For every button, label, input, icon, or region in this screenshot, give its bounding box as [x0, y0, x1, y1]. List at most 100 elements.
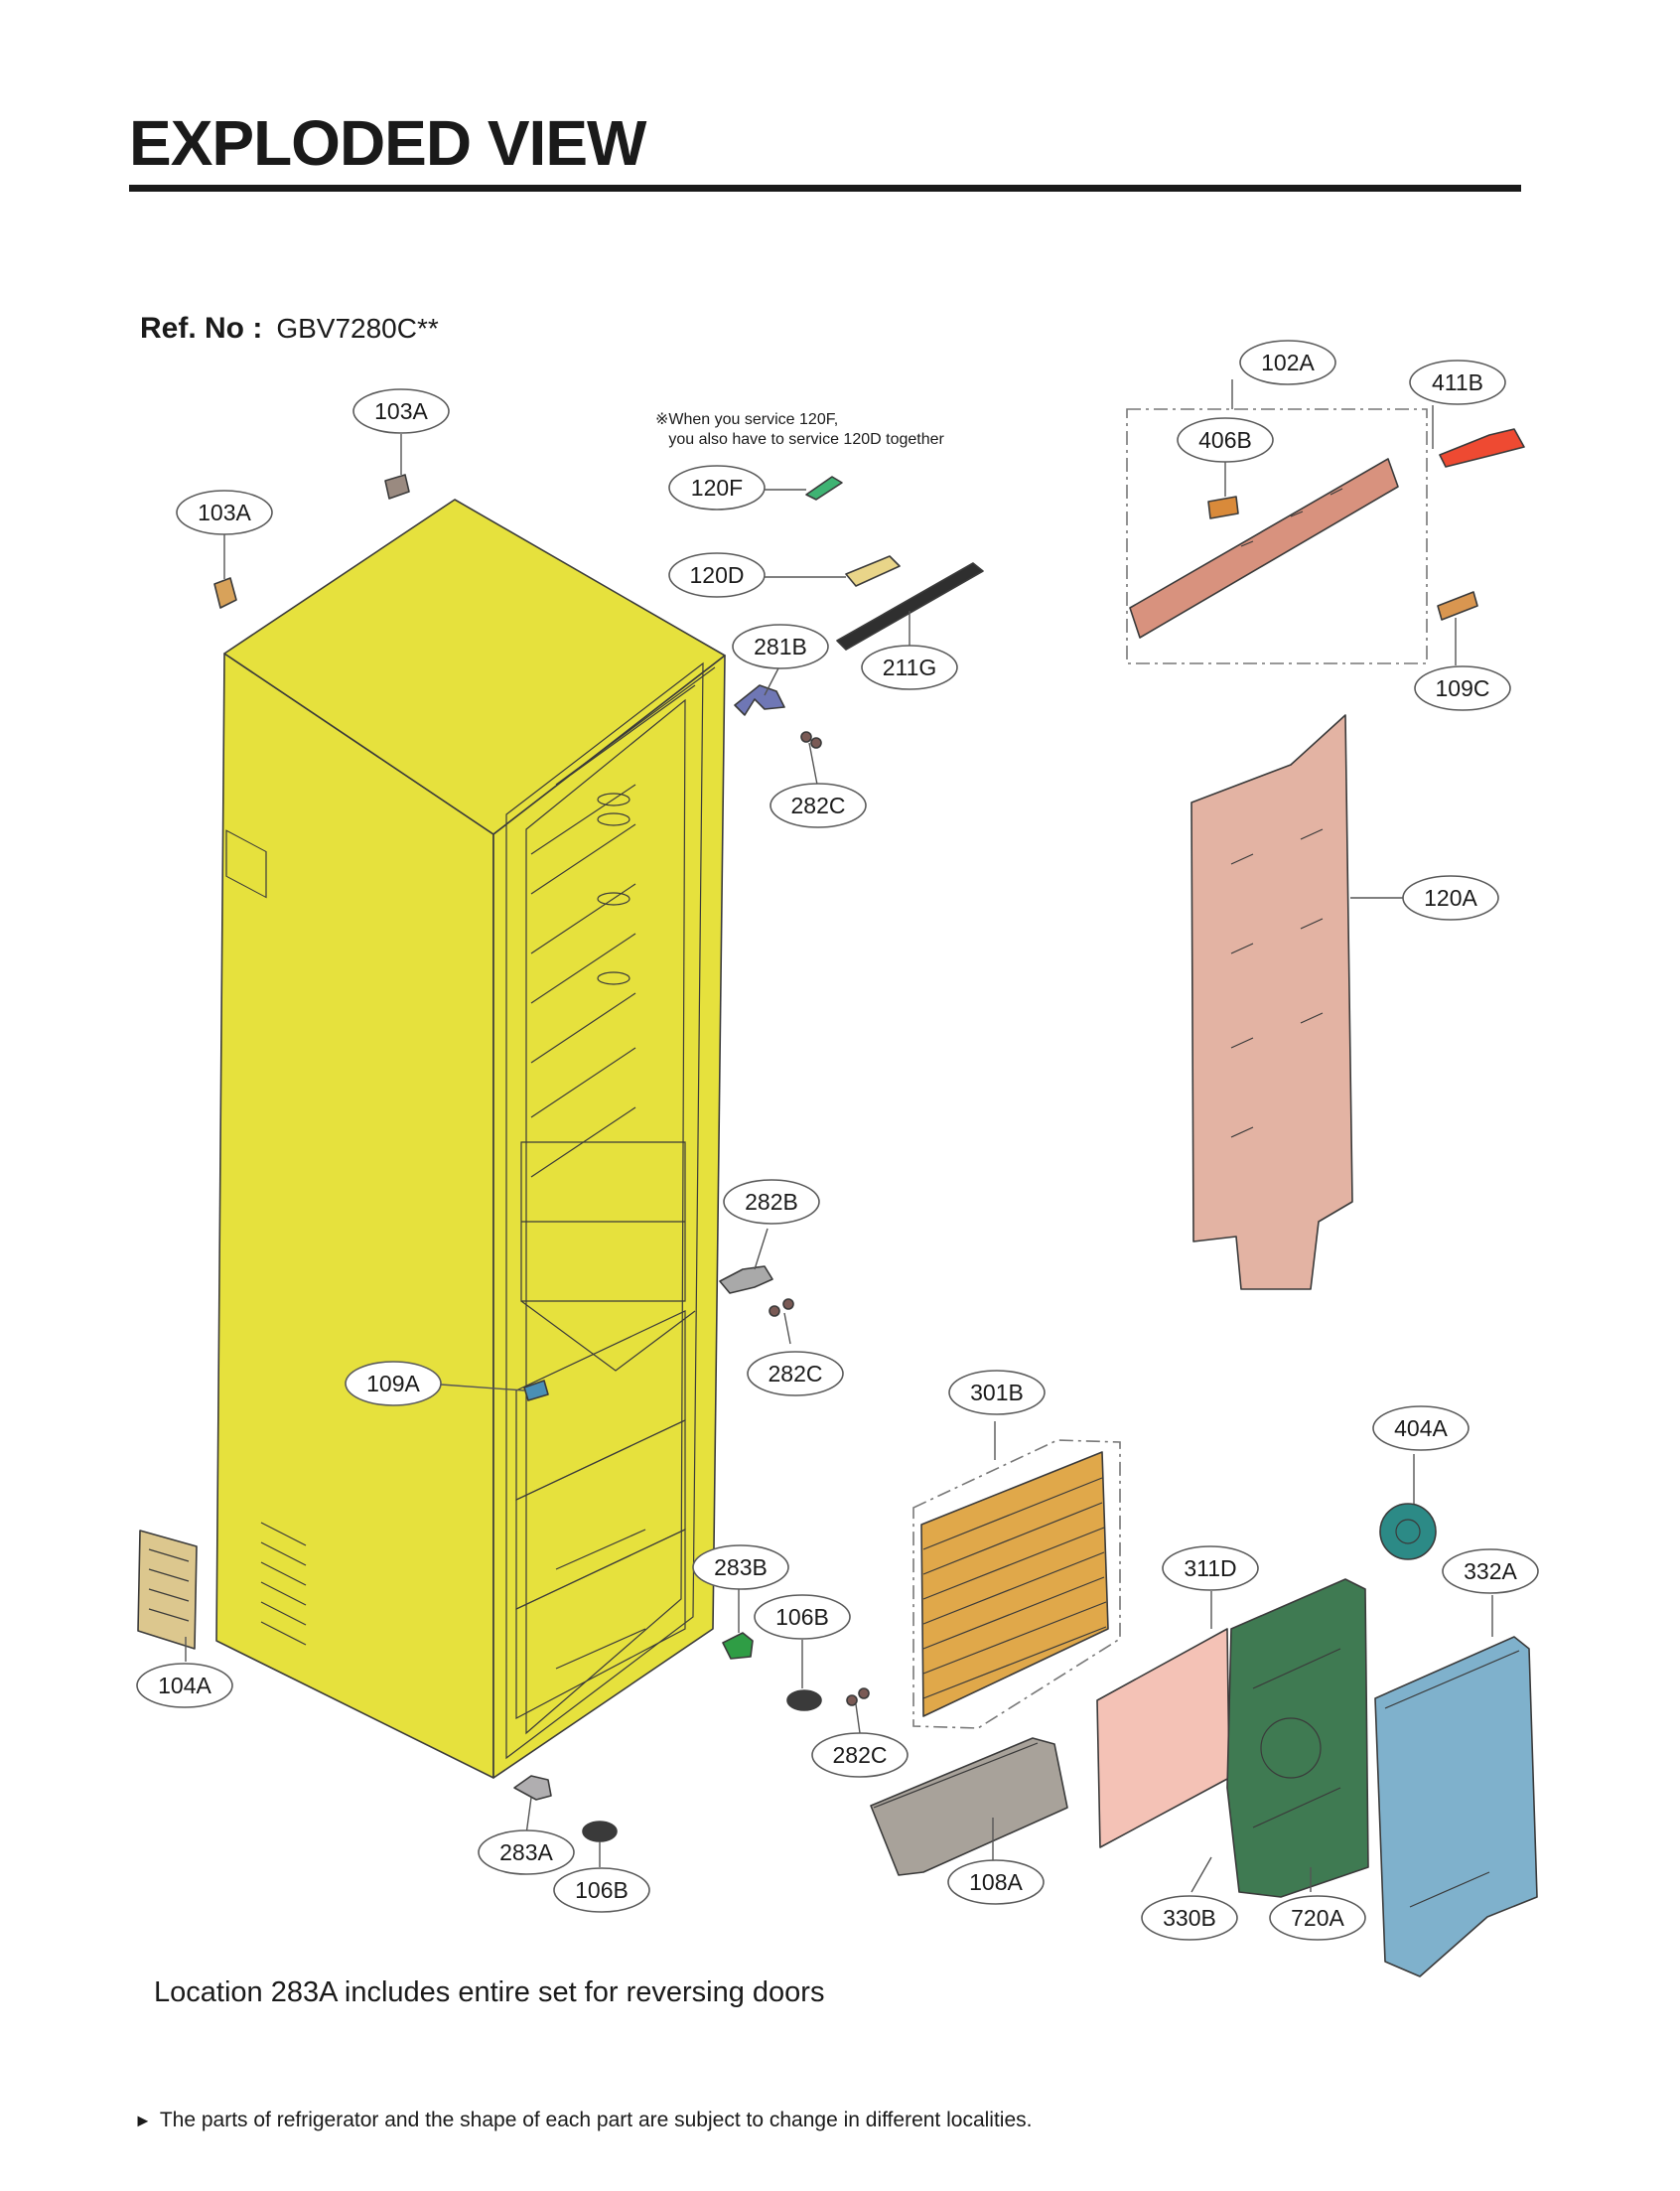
callout-283b: 283B — [692, 1544, 789, 1590]
svg-text:120F: 120F — [691, 475, 743, 501]
svg-text:283B: 283B — [714, 1554, 768, 1580]
group-301b-dashed-box — [912, 1439, 1121, 1729]
part-108a-tray — [870, 1737, 1068, 1876]
svg-text:311D: 311D — [1184, 1555, 1236, 1581]
group-102a-dashed-box — [1126, 408, 1428, 664]
svg-text:106B: 106B — [575, 1877, 629, 1903]
callout-109c: 109C — [1414, 665, 1511, 711]
svg-text:104A: 104A — [158, 1673, 211, 1698]
part-109a — [523, 1380, 549, 1401]
part-411b — [1439, 428, 1525, 468]
svg-text:281B: 281B — [754, 634, 807, 659]
footer-note-text: The parts of refrigerator and the shape … — [159, 2109, 1033, 2131]
part-104a-filter-grille — [137, 1530, 198, 1650]
page-title: EXPLODED VIEW — [129, 107, 646, 179]
callout-120d: 120D — [668, 552, 766, 598]
svg-text:211G: 211G — [883, 655, 937, 680]
svg-text:102A: 102A — [1261, 350, 1315, 375]
callouts: 103A 103A 120F 120D 211G 281B 282C 102A … — [136, 340, 1539, 1941]
callout-282c-low: 282C — [811, 1732, 909, 1778]
svg-text:108A: 108A — [969, 1869, 1023, 1895]
callout-404a: 404A — [1372, 1405, 1470, 1451]
svg-text:103A: 103A — [374, 398, 428, 424]
callout-108a: 108A — [947, 1859, 1045, 1905]
part-282b-hinge — [719, 1265, 773, 1294]
svg-text:120D: 120D — [690, 562, 745, 588]
part-106b-low — [582, 1821, 618, 1842]
footer-note: ► The parts of refrigerator and the shape… — [134, 2109, 1032, 2132]
callout-103a-left: 103A — [176, 490, 273, 535]
svg-text:283A: 283A — [499, 1839, 553, 1865]
svg-text:301B: 301B — [970, 1380, 1024, 1405]
callout-281b: 281B — [732, 624, 829, 669]
callout-283a: 283A — [478, 1829, 575, 1875]
svg-text:411B: 411B — [1432, 369, 1483, 395]
part-120a-cover — [1190, 714, 1353, 1290]
callout-282c-top: 282C — [770, 783, 867, 828]
callout-120f: 120F — [668, 465, 766, 511]
callout-406b: 406B — [1177, 417, 1274, 463]
part-103a-top — [384, 474, 410, 500]
svg-text:106B: 106B — [775, 1604, 829, 1630]
cabinet-left-face — [215, 653, 494, 1779]
callout-330b: 330B — [1141, 1895, 1238, 1941]
reference-number: Ref. No : GBV7280C** — [140, 312, 439, 346]
part-120f — [805, 476, 843, 501]
svg-text:282C: 282C — [769, 1361, 823, 1387]
part-106b-mid — [786, 1689, 822, 1711]
part-282c-screws-mid — [769, 1298, 794, 1317]
svg-text:282B: 282B — [745, 1189, 798, 1215]
svg-text:103A: 103A — [198, 500, 251, 525]
svg-text:120A: 120A — [1424, 885, 1477, 911]
callout-120a: 120A — [1402, 875, 1499, 921]
callout-103a-top: 103A — [352, 388, 450, 434]
service-note: ※When you service 120F, you also have to… — [655, 411, 944, 448]
part-311d-panel — [1096, 1628, 1230, 1848]
svg-text:720A: 720A — [1291, 1905, 1344, 1931]
svg-text:332A: 332A — [1464, 1558, 1517, 1584]
callout-102a: 102A — [1239, 340, 1336, 385]
svg-text:109A: 109A — [366, 1371, 420, 1396]
ref-value: GBV7280C** — [276, 313, 439, 344]
part-109c — [1437, 591, 1478, 621]
part-283a — [513, 1775, 552, 1801]
part-282c-screws-low — [846, 1687, 870, 1706]
callout-311d: 311D — [1162, 1545, 1259, 1591]
bullet-triangle-icon: ► — [134, 2111, 152, 2130]
callout-211g: 211G — [861, 645, 958, 690]
part-406b — [1207, 496, 1239, 519]
cabinet-front-face — [492, 655, 726, 1779]
part-330b-duct — [1226, 1578, 1369, 1898]
part-102a-control-panel — [1129, 458, 1399, 639]
callout-282c-mid: 282C — [747, 1351, 844, 1396]
part-301b-evaporator — [920, 1451, 1109, 1717]
callout-109a: 109A — [345, 1361, 442, 1406]
part-404a-fan — [1379, 1503, 1437, 1560]
callout-301b: 301B — [948, 1370, 1046, 1415]
part-281b-hinge — [734, 684, 785, 716]
part-282c-screws-top — [800, 731, 822, 749]
callout-104a: 104A — [136, 1663, 233, 1708]
callout-282b: 282B — [723, 1179, 820, 1225]
cabinet — [215, 499, 726, 1779]
part-120d — [845, 555, 901, 587]
location-note: Location 283A includes entire set for re… — [154, 1976, 825, 2008]
callout-106b-low: 106B — [553, 1867, 650, 1913]
part-211g-rail — [836, 562, 984, 651]
ref-label: Ref. No : — [140, 312, 263, 345]
callout-106b-mid: 106B — [754, 1594, 851, 1640]
svg-text:406B: 406B — [1198, 427, 1252, 453]
svg-text:282C: 282C — [791, 793, 846, 818]
part-332a-fan-cover — [1374, 1636, 1538, 1977]
title-rule — [129, 185, 1521, 192]
svg-text:109C: 109C — [1436, 675, 1490, 701]
callout-332a: 332A — [1442, 1548, 1539, 1594]
callout-720a: 720A — [1269, 1895, 1366, 1941]
leader-lines — [185, 379, 1493, 1893]
svg-text:282C: 282C — [833, 1742, 888, 1768]
part-103a-left — [213, 577, 237, 609]
callout-411b: 411B — [1409, 360, 1506, 405]
svg-text:330B: 330B — [1163, 1905, 1216, 1931]
svg-text:404A: 404A — [1394, 1415, 1448, 1441]
